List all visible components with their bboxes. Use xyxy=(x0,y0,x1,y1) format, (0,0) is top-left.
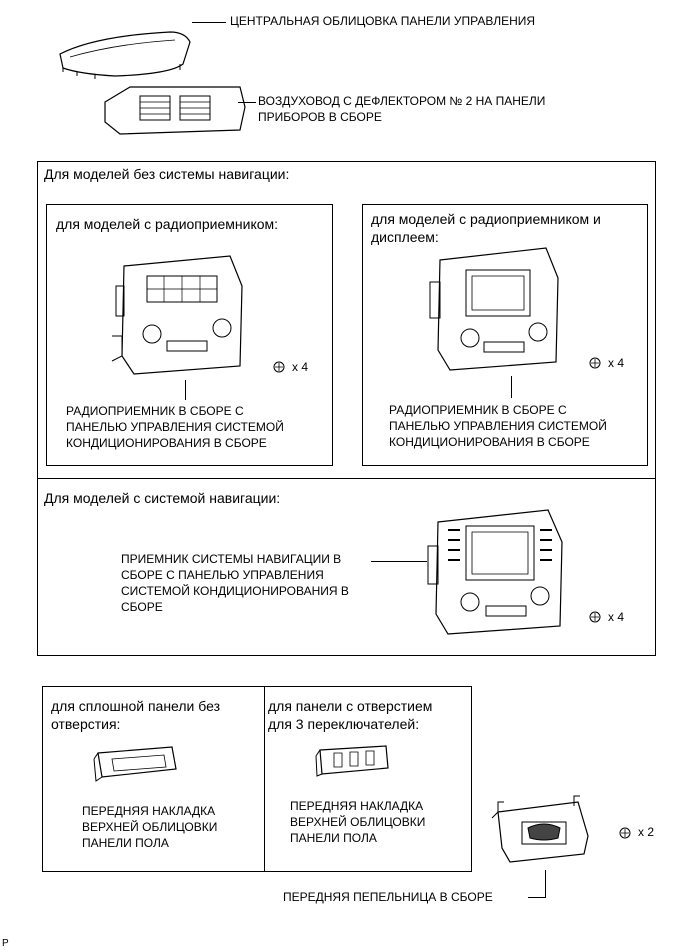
solid-panel-drawing xyxy=(90,745,180,785)
solid-panel-part-line1: ПЕРЕДНЯЯ НАКЛАДКА xyxy=(82,804,216,818)
radio-display-box xyxy=(362,204,648,466)
floor-panel-divider xyxy=(264,686,265,872)
ashtray-screw-count: x 2 xyxy=(638,825,655,839)
radio-unit-drawing xyxy=(112,246,252,386)
ashtray-drawing xyxy=(488,792,598,868)
radio-box-title: для моделей с радиоприемником: xyxy=(56,216,279,232)
radio-display-screw-count: x 4 xyxy=(608,356,625,370)
section-nav xyxy=(37,478,656,656)
radio-display-title-line1: для моделей с радиоприемником и xyxy=(371,211,601,227)
screw-icon xyxy=(586,354,606,370)
radio-display-part-line1: РАДИОПРИЕМНИК В СБОРЕ С xyxy=(389,403,567,417)
nav-part-line1: ПРИЕМНИК СИСТЕМЫ НАВИГАЦИИ В xyxy=(121,552,342,566)
screw-icon xyxy=(616,824,636,840)
switch-panel-title-line1: для панели с отверстием xyxy=(268,698,433,714)
radio-part-line3: КОНДИЦИОНИРОВАНИЯ В СБОРЕ xyxy=(66,436,267,450)
screw-icon xyxy=(586,608,606,624)
leader-line xyxy=(528,897,546,898)
switch-panel-part-line3: ПАНЕЛИ ПОЛА xyxy=(290,831,377,845)
leader-line xyxy=(192,22,226,23)
leader-line xyxy=(545,870,546,898)
leader-line xyxy=(238,102,256,103)
solid-panel-part-line2: ВЕРХНЕЙ ОБЛИЦОВКИ xyxy=(82,820,218,834)
radio-display-part-line3: КОНДИЦИОНИРОВАНИЯ В СБОРЕ xyxy=(389,435,590,449)
solid-panel-title-line2: отверстия: xyxy=(51,716,121,732)
center-panel-cover-drawing xyxy=(55,24,195,79)
radio-display-part-line2: ПАНЕЛЬЮ УПРАВЛЕНИЯ СИСТЕМОЙ xyxy=(389,419,607,433)
section-nav-title: Для моделей с системой навигации: xyxy=(44,490,281,506)
ashtray-label: ПЕРЕДНЯЯ ПЕПЕЛЬНИЦА В СБОРЕ xyxy=(283,890,493,904)
leader-line xyxy=(185,380,186,400)
nav-part-line3: СИСТЕМОЙ КОНДИЦИОНИРОВАНИЯ В xyxy=(121,584,349,598)
nav-part-line4: СБОРЕ xyxy=(121,600,163,614)
switch-panel-drawing xyxy=(312,744,392,780)
radio-box xyxy=(46,204,333,466)
air-duct-drawing xyxy=(100,82,250,142)
air-duct-label-line1: ВОЗДУХОВОД С ДЕФЛЕКТОРОМ № 2 НА ПАНЕЛИ xyxy=(258,94,546,108)
leader-line xyxy=(371,561,427,562)
floor-panel-section xyxy=(42,686,472,872)
radio-part-line1: РАДИОПРИЕМНИК В СБОРЕ С xyxy=(66,404,244,418)
section-no-nav-title: Для моделей без системы навигации: xyxy=(44,166,290,182)
switch-panel-part-line1: ПЕРЕДНЯЯ НАКЛАДКА xyxy=(290,799,424,813)
radio-screw-count: x 4 xyxy=(292,360,309,374)
switch-panel-part-line2: ВЕРХНЕЙ ОБЛИЦОВКИ xyxy=(290,815,426,829)
nav-unit-drawing xyxy=(424,500,574,645)
radio-display-unit-drawing xyxy=(428,238,568,383)
nav-part-line2: СБОРЕ С ПАНЕЛЬЮ УПРАВЛЕНИЯ xyxy=(121,568,324,582)
screw-icon xyxy=(270,358,290,374)
corner-mark: P xyxy=(2,938,9,949)
leader-line xyxy=(511,376,512,398)
center-panel-label: ЦЕНТРАЛЬНАЯ ОБЛИЦОВКА ПАНЕЛИ УПРАВЛЕНИЯ xyxy=(230,14,536,28)
nav-screw-count: x 4 xyxy=(608,610,625,624)
radio-display-title-line2: дисплеем: xyxy=(371,229,439,245)
solid-panel-title-line1: для сплошной панели без xyxy=(51,698,221,714)
air-duct-label-line2: ПРИБОРОВ В СБОРЕ xyxy=(258,110,382,124)
solid-panel-part-line3: ПАНЕЛИ ПОЛА xyxy=(82,836,169,850)
switch-panel-title-line2: для 3 переключателей: xyxy=(268,716,420,732)
radio-part-line2: ПАНЕЛЬЮ УПРАВЛЕНИЯ СИСТЕМОЙ xyxy=(66,420,284,434)
